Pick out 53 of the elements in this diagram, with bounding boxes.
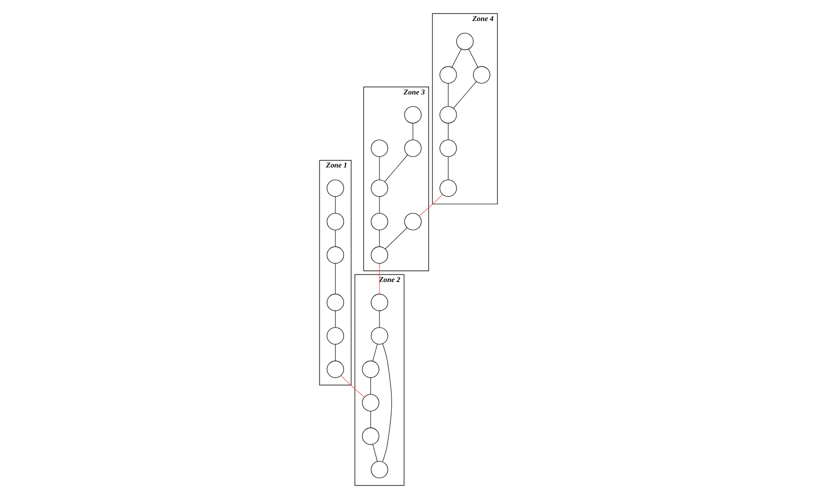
connector (334, 196, 336, 214)
connector (378, 196, 380, 214)
connector (382, 343, 392, 462)
node-circle (326, 327, 344, 344)
node-circle (472, 66, 490, 84)
node-circle (326, 360, 344, 378)
node-circle (370, 327, 388, 344)
connector (447, 123, 448, 140)
node-circle (404, 106, 422, 124)
connector (378, 156, 380, 180)
cluster: Zone 4 (432, 13, 498, 204)
connector (372, 444, 378, 462)
connector (378, 310, 380, 328)
connector (418, 194, 442, 216)
node-circle (326, 180, 344, 197)
connector (334, 230, 336, 247)
cluster: Zone 1 (318, 160, 351, 386)
connector (378, 263, 380, 294)
connector (334, 310, 336, 328)
node-circle (439, 180, 456, 197)
node-circle (370, 294, 388, 312)
node-circle (370, 460, 388, 478)
node-circle (370, 180, 388, 197)
connector (412, 123, 413, 140)
node-circle (362, 394, 379, 412)
node-circle (326, 213, 344, 230)
connector (447, 83, 448, 107)
cluster: Zone 3 (362, 86, 428, 272)
node-circle (370, 140, 388, 157)
connector (384, 228, 407, 250)
cluster: Zone 2 (354, 274, 404, 486)
connector (372, 344, 378, 362)
node-circle (456, 32, 474, 50)
node-circle (439, 106, 456, 124)
connector (340, 375, 364, 398)
node-circle (326, 294, 344, 312)
connector (378, 230, 380, 247)
connector (334, 263, 336, 294)
connector (468, 48, 478, 68)
connector (384, 154, 408, 182)
node-circle (439, 140, 456, 157)
node-circle (404, 140, 422, 157)
connector (451, 48, 461, 68)
node-circle (362, 428, 379, 445)
connector (447, 156, 448, 180)
node-circle (326, 246, 344, 264)
node-circle (439, 66, 456, 84)
node-circle (370, 213, 388, 230)
node-circle (362, 360, 379, 378)
node-circle (370, 246, 388, 264)
node-circle (404, 213, 422, 230)
connector (452, 81, 476, 108)
connector (334, 344, 336, 362)
